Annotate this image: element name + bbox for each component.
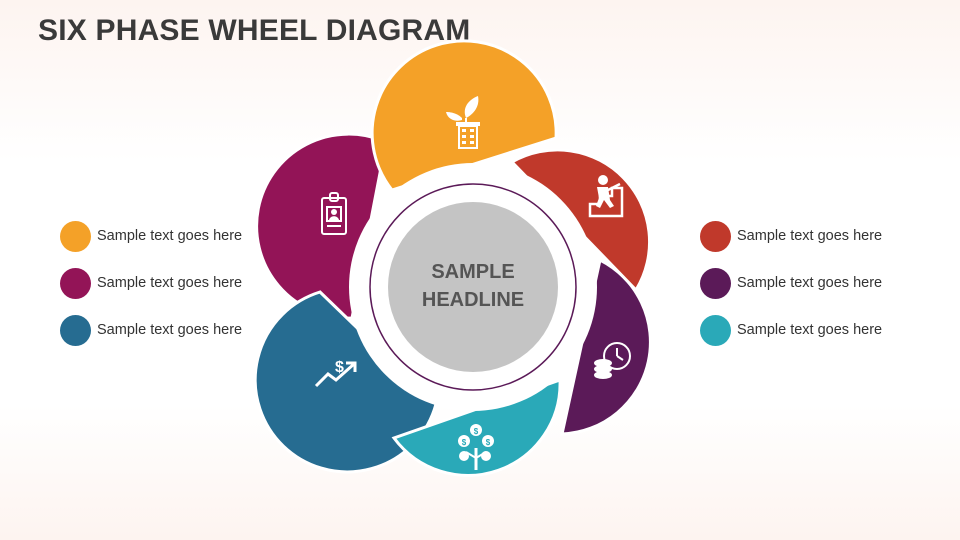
svg-text:$: $ bbox=[335, 359, 344, 376]
svg-text:$: $ bbox=[486, 438, 491, 447]
legend-text: Sample text goes here bbox=[737, 228, 883, 244]
legend-dot bbox=[700, 267, 731, 299]
legend-item: Sample text goes here bbox=[60, 220, 242, 252]
legend-text: Sample text goes here bbox=[737, 322, 883, 338]
money-tree-icon: $ $ $ bbox=[458, 424, 494, 470]
petal-orange[interactable] bbox=[370, 39, 558, 192]
legend-item: Sample text goes here bbox=[60, 314, 242, 346]
dollar-growth-arrow-icon: $ bbox=[314, 359, 357, 388]
legend-text: Sample text goes here bbox=[737, 275, 883, 291]
legend-dot bbox=[700, 314, 731, 346]
hub-line-2: HEADLINE bbox=[422, 289, 524, 311]
svg-text:$: $ bbox=[474, 427, 479, 436]
id-badge-icon bbox=[321, 192, 347, 235]
legend-dot bbox=[60, 267, 91, 299]
plant-building-icon bbox=[446, 96, 480, 149]
legend-dot bbox=[60, 314, 91, 346]
hub-line-1: SAMPLE bbox=[431, 261, 514, 283]
legend-item: Sample text goes here bbox=[60, 267, 242, 299]
time-is-money-icon bbox=[594, 342, 631, 379]
page-title: SIX PHASE WHEEL DIAGRAM bbox=[38, 14, 471, 47]
legend-item: Sample text goes here bbox=[700, 220, 882, 252]
hub-circle[interactable] bbox=[388, 202, 558, 372]
legend-text: Sample text goes here bbox=[97, 275, 243, 291]
person-climbing-stairs-icon bbox=[588, 175, 624, 218]
legend-item: Sample text goes here bbox=[700, 314, 882, 346]
legend-dot bbox=[700, 220, 731, 252]
legend-dot bbox=[60, 220, 91, 252]
legend-left: Sample text goes here Sample text goes h… bbox=[60, 220, 242, 361]
legend-item: Sample text goes here bbox=[700, 267, 882, 299]
svg-text:$: $ bbox=[462, 438, 467, 447]
petal-red[interactable] bbox=[509, 148, 651, 293]
legend-right: Sample text goes here Sample text goes h… bbox=[700, 220, 882, 361]
legend-text: Sample text goes here bbox=[97, 322, 243, 338]
legend-text: Sample text goes here bbox=[97, 228, 243, 244]
